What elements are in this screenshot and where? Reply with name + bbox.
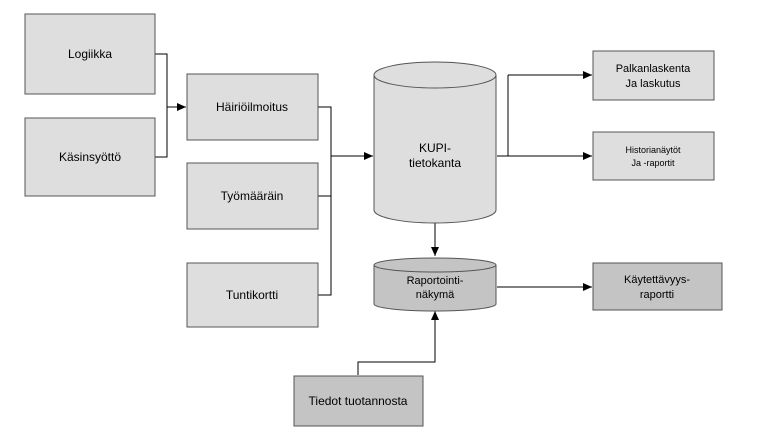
database-kupi: KUPI- tietokanta <box>373 61 497 224</box>
box-historia-label-2: Ja -raportit <box>631 158 675 168</box>
database-raportointi-label-1: Raportointi- <box>407 275 464 287</box>
box-kaytettavyys-shape <box>592 262 723 311</box>
box-palkanlaskenta-shape <box>592 50 715 101</box>
connector-logiikka-hairio <box>155 53 168 107</box>
box-logiikka-label: Logiikka <box>68 47 112 61</box>
database-kupi-top <box>373 61 497 89</box>
box-tyomaarain-shape <box>186 162 319 230</box>
box-historia-shape <box>592 131 715 181</box>
connectors <box>155 53 592 375</box>
database-kupi-body <box>373 75 497 224</box>
box-kaytettavyys-label-2: raportti <box>640 289 674 301</box>
box-tiedot-tuotannosta: Tiedot tuotannosta <box>293 375 424 427</box>
box-kasinsyotto-shape <box>24 117 156 197</box>
box-tuntikortti-shape <box>186 262 319 328</box>
connector-tyomaarain-bus <box>318 156 332 197</box>
box-tiedot-tuotannosta-label: Tiedot tuotannosta <box>309 394 408 408</box>
box-logiikka: Logiikka <box>24 13 156 95</box>
box-tyomaarain: Työmääräin <box>186 162 319 230</box>
connector-tuntikortti-bus <box>318 156 332 296</box>
database-raportointi-label-2: näkymä <box>416 289 455 301</box>
box-palkanlaskenta-label-2: Ja laskutus <box>625 78 681 90</box>
database-raportointi: Raportointi- näkymä <box>373 257 497 312</box>
connector-hairio-bus <box>318 106 332 156</box>
box-kaytettavyys: Käytettävyys- raportti <box>592 262 723 311</box>
box-tuntikortti: Tuntikortti <box>186 262 319 328</box>
database-kupi-label-1: KUPI- <box>419 141 451 155</box>
box-kasinsyotto: Käsinsyöttö <box>24 117 156 197</box>
box-logiikka-shape <box>24 13 156 95</box>
database-raportointi-body <box>373 265 497 312</box>
database-raportointi-top <box>373 257 497 273</box>
box-palkanlaskenta: Palkanlaskenta Ja laskutus <box>592 50 715 101</box>
database-kupi-label-2: tietokanta <box>409 156 461 170</box>
connector-kasin-hairio <box>155 107 168 158</box>
box-hairioilmoitus: Häiriöilmoitus <box>186 73 319 141</box>
box-tyomaarain-label: Työmääräin <box>221 189 284 203</box>
connector-kupi-outputs <box>497 75 509 157</box>
box-hairioilmoitus-label: Häiriöilmoitus <box>216 100 288 114</box>
box-palkanlaskenta-label-1: Palkanlaskenta <box>616 63 691 75</box>
box-tuntikortti-label: Tuntikortti <box>226 288 278 302</box>
box-historia-label-1: Historianäytöt <box>625 145 681 155</box>
box-tiedot-tuotannosta-shape <box>293 375 424 427</box>
arrow-tiedot-to-raportointi <box>357 311 439 375</box>
box-kasinsyotto-label: Käsinsyöttö <box>59 150 121 164</box>
box-kaytettavyys-label-1: Käytettävyys- <box>624 274 690 286</box>
box-hairioilmoitus-shape <box>186 73 319 141</box>
box-historia: Historianäytöt Ja -raportit <box>592 131 715 181</box>
